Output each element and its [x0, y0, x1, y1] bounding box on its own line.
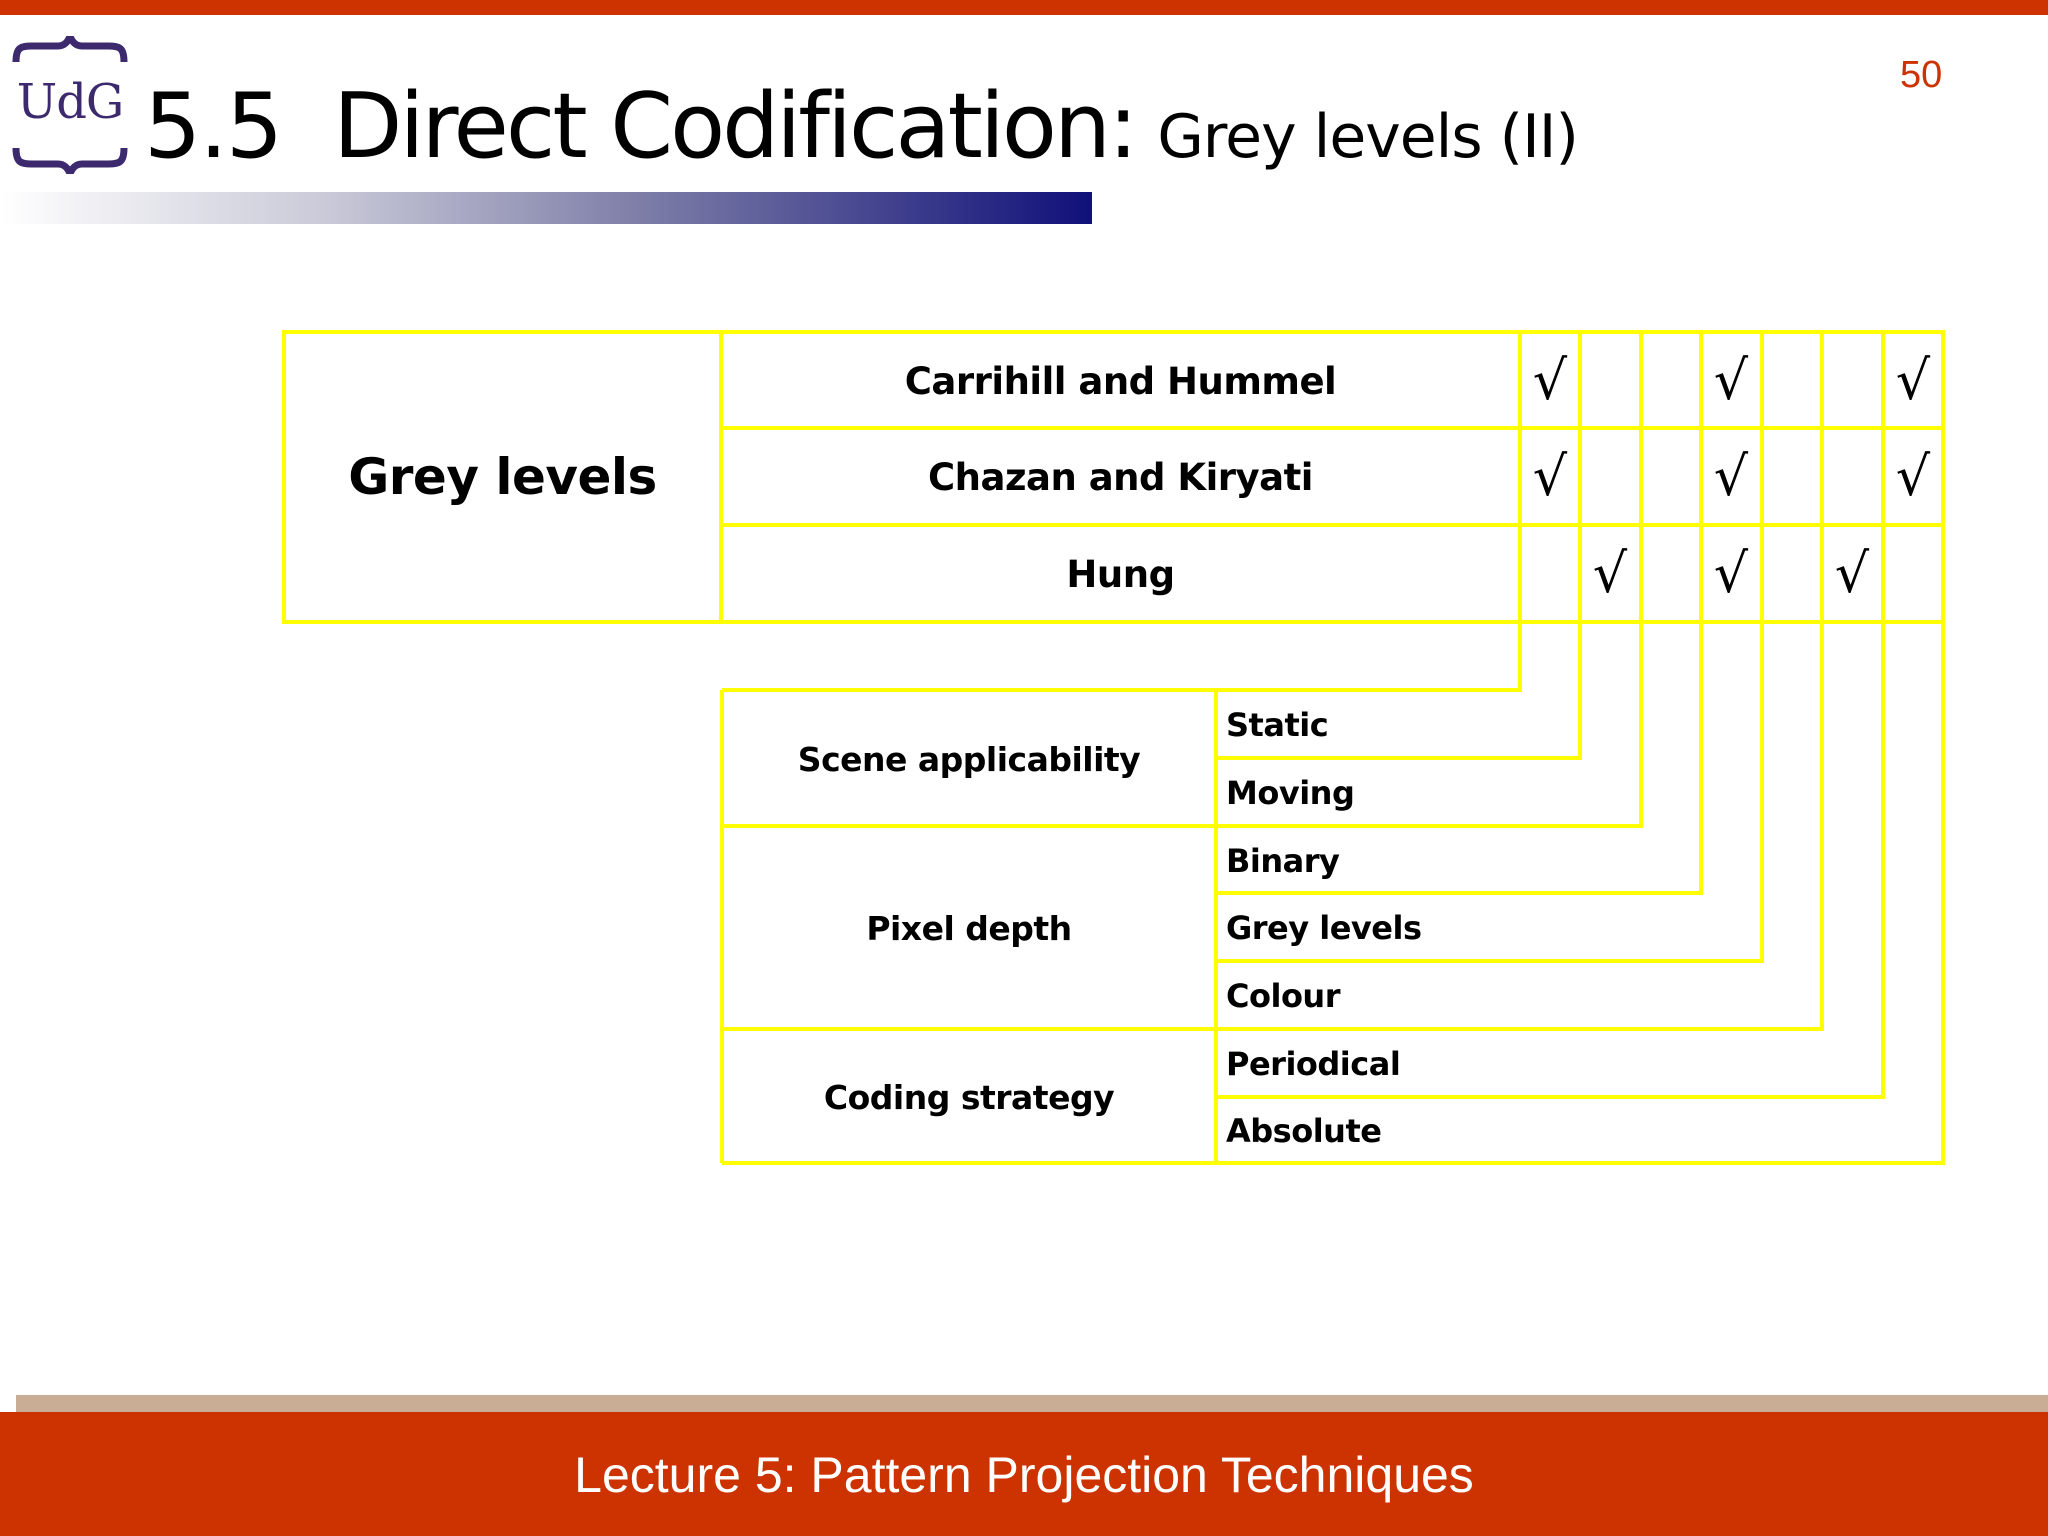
footer-accent-strip	[16, 1395, 2048, 1413]
legend-item-label: Periodical	[1226, 1045, 1401, 1083]
brace-top-icon	[12, 36, 128, 174]
check-mark-icon: √	[1532, 348, 1568, 412]
title-main: Direct Codification:	[333, 74, 1138, 179]
check-mark-icon: √	[1895, 348, 1931, 412]
check-mark-icon: √	[1834, 541, 1870, 605]
legend-item-label: Grey levels	[1226, 909, 1422, 947]
check-mark-icon: √	[1592, 541, 1628, 605]
logo-text: UdG	[16, 74, 125, 130]
check-mark-icon: √	[1713, 541, 1749, 605]
check-mark-icon: √	[1713, 444, 1749, 508]
footer-bar	[0, 1412, 2048, 1536]
title-underline-gradient	[0, 192, 1092, 224]
udg-logo: UdG	[12, 36, 128, 174]
check-mark-icon: √	[1895, 444, 1931, 508]
title-section-number: 5.5	[144, 74, 283, 179]
top-accent-bar	[0, 0, 2048, 15]
check-mark-icon: √	[1532, 444, 1568, 508]
legend-item-label: Moving	[1226, 774, 1355, 812]
legend-group-label: Coding strategy	[823, 1077, 1115, 1117]
legend-item-label: Colour	[1226, 977, 1340, 1015]
legend-item-label: Static	[1226, 706, 1329, 744]
legend-group-label: Pixel depth	[866, 909, 1072, 948]
title-subtitle: Grey levels (II)	[1157, 102, 1579, 172]
legend-item-label: Binary	[1226, 841, 1340, 880]
category-label: Grey levels	[348, 448, 657, 506]
method-name: Carrihill and Hummel	[904, 359, 1337, 403]
legend-group-label: Scene applicability	[797, 739, 1141, 779]
page-number: 50	[1900, 54, 1943, 96]
footer-lecture-title: Lecture 5: Pattern Projection Techniques	[574, 1447, 1474, 1503]
slide-title: 5.5 Direct Codification: Grey levels (II)	[144, 72, 1579, 207]
method-name: Hung	[1066, 553, 1175, 596]
method-name: Chazan and Kiryati	[928, 456, 1313, 499]
check-mark-icon: √	[1713, 348, 1749, 412]
legend-item-label: Absolute	[1226, 1112, 1382, 1150]
